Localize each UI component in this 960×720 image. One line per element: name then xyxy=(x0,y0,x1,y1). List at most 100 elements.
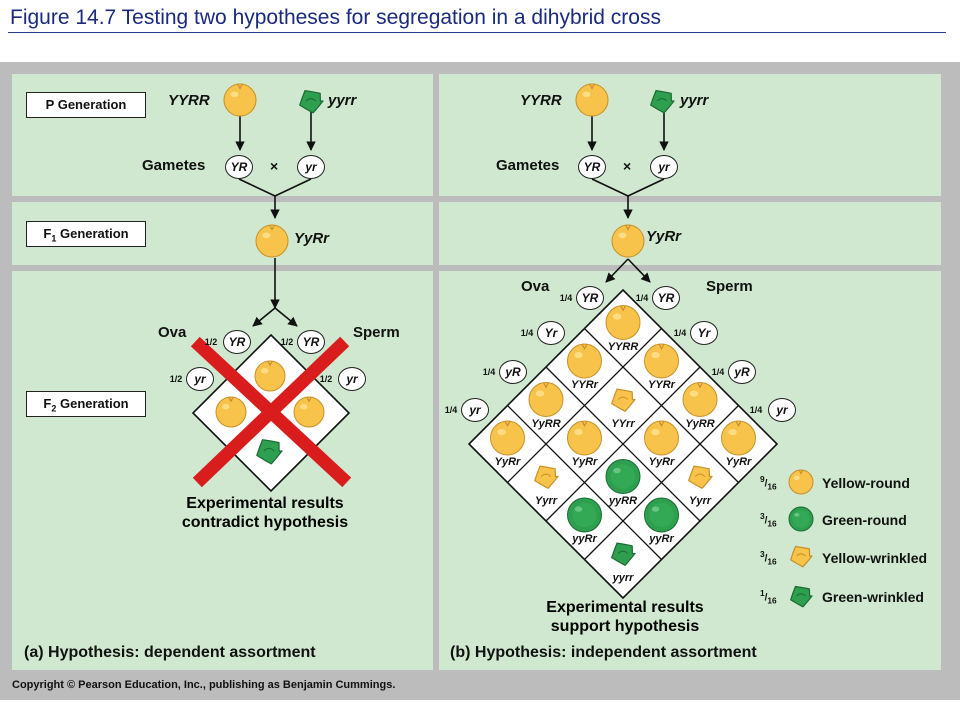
b-egg-gamete-3: yR xyxy=(499,360,527,384)
a-sperm-gamete-1: YR xyxy=(297,330,325,354)
f2-generation-label: F2 Generation xyxy=(26,391,146,417)
a-pea-bottom xyxy=(256,439,283,465)
b-pea-1-3 xyxy=(682,382,718,417)
a-parent1-genotype: YYRR xyxy=(168,92,210,109)
title-rule xyxy=(8,32,946,33)
a-sperm-fraction-2: 1/2 xyxy=(319,374,333,384)
a-pea-right xyxy=(293,396,325,428)
panel-a-f2-section xyxy=(12,271,433,670)
b-cell-genotype: yyRr xyxy=(649,533,674,545)
b-sperm-gamete-3: yR xyxy=(728,360,756,384)
a-join-right xyxy=(274,178,312,197)
legend-icon-3 xyxy=(790,545,813,568)
b-egg-fraction-4: 1/4 xyxy=(444,405,458,415)
b-pea-3-4 xyxy=(644,497,679,533)
legend-label-4: Green-wrinkled xyxy=(822,589,924,605)
arrows xyxy=(235,112,669,327)
peas xyxy=(215,83,814,608)
b-egg-gamete-2: Yr xyxy=(537,321,565,345)
b-pea-2-2 xyxy=(611,388,636,412)
legend-fraction-1: 9/16 xyxy=(760,474,777,492)
b-punnett-grid xyxy=(467,288,779,600)
b-cell-genotype: yyRR xyxy=(608,494,638,507)
b-cell-genotype: YyRR xyxy=(531,417,561,430)
b-egg-fraction-3: 1/4 xyxy=(482,367,496,377)
b-pea-3-1 xyxy=(528,382,564,417)
b-pea-2-1 xyxy=(567,343,602,379)
b-pea-1-2 xyxy=(644,343,679,379)
b-cell-genotype: Yyrr xyxy=(688,494,712,507)
b-f1-genotype: YyRr xyxy=(646,228,682,245)
copyright-notice: Copyright © Pearson Education, Inc., pub… xyxy=(12,679,396,691)
b-sperm-gamete-2: Yr xyxy=(690,321,718,345)
a-arrow-to-sperm xyxy=(274,307,298,327)
b-arrow-to-ova xyxy=(605,258,629,283)
b-pea-4-1 xyxy=(490,420,525,456)
a-pea-top xyxy=(254,360,286,392)
a-pea-left xyxy=(215,396,247,428)
b-cell-genotype: YyRr xyxy=(648,456,675,468)
b-pea-4-4 xyxy=(611,542,636,566)
b-pea-3-2 xyxy=(567,420,602,456)
red-x-stroke-2 xyxy=(192,336,350,488)
b-sperm-fraction-4: 1/4 xyxy=(749,405,763,415)
b-cell-genotype: YYRr xyxy=(648,379,675,391)
b-arrow-to-sperm xyxy=(627,258,651,283)
b-ova-label: Ova xyxy=(521,278,550,295)
b-sperm-fraction-1: 1/4 xyxy=(635,293,649,303)
a-parent2-pea xyxy=(299,90,324,114)
b-cell-genotype: YYRR xyxy=(607,340,639,353)
b-egg-fraction-2: 1/4 xyxy=(520,328,534,338)
a-sperm-label: Sperm xyxy=(353,324,400,341)
p-generation-label: P Generation xyxy=(26,92,146,118)
a-gamete-p1: YR xyxy=(225,155,253,179)
b-result-caption: Experimental results support hypothesis xyxy=(546,599,704,635)
a-f1-genotype: YyRr xyxy=(294,230,330,247)
b-parent2-genotype: yyrr xyxy=(680,92,709,109)
b-pea-4-3 xyxy=(567,497,602,533)
a-egg-fraction-1: 1/2 xyxy=(204,337,218,347)
b-cross-symbol: × xyxy=(623,158,632,174)
a-egg-gamete-2: yr xyxy=(186,367,214,391)
b-sperm-fraction-3: 1/4 xyxy=(711,367,725,377)
b-egg-fraction-1: 1/4 xyxy=(559,293,573,303)
b-gamete-p1: YR xyxy=(578,155,606,179)
b-pea-4-2 xyxy=(534,465,559,489)
legend-fraction-3: 3/16 xyxy=(760,549,777,567)
b-egg-gamete-4: yr xyxy=(461,398,489,422)
figure-title: Figure 14.7 Testing two hypotheses for s… xyxy=(10,6,661,29)
b-parent1-genotype: YYRR xyxy=(520,92,562,109)
a-egg-gamete-1: YR xyxy=(223,330,251,354)
b-join-left xyxy=(591,178,629,197)
legend-icon-2 xyxy=(788,506,814,532)
b-join-right xyxy=(627,178,665,197)
legend-label-2: Green-round xyxy=(822,512,907,528)
b-pea-3-3 xyxy=(605,459,641,494)
a-panel-caption: (a) Hypothesis: dependent assortment xyxy=(24,644,316,661)
panel-b-p-section xyxy=(439,74,941,196)
b-pea-2-3 xyxy=(644,420,679,456)
b-parent1-pea xyxy=(575,83,609,117)
b-cell-genotype: YyRr xyxy=(725,456,752,468)
b-egg-gamete-1: YR xyxy=(576,286,604,310)
panel-b-f1-section xyxy=(439,202,941,265)
b-f1-pea xyxy=(611,224,645,258)
legend-icon-1 xyxy=(788,469,814,495)
a-f1-pea xyxy=(255,224,289,258)
a-join-left xyxy=(238,178,276,197)
legend-label-1: Yellow-round xyxy=(822,475,910,491)
b-gamete-p2: yr xyxy=(650,155,678,179)
b-cell-genotype: YyRr xyxy=(494,456,521,468)
a-gamete-p2: yr xyxy=(297,155,325,179)
a-egg-fraction-2: 1/2 xyxy=(169,374,183,384)
b-cell-genotype: Yyrr xyxy=(534,494,558,507)
b-sperm-label: Sperm xyxy=(706,278,753,295)
a-gametes-label: Gametes xyxy=(142,157,206,174)
legend-fraction-2: 3/16 xyxy=(760,511,777,529)
b-sperm-fraction-2: 1/4 xyxy=(673,328,687,338)
b-gametes-label: Gametes xyxy=(496,157,560,174)
b-pea-1-1 xyxy=(605,305,641,340)
b-cell-genotype: YyRr xyxy=(571,456,598,468)
a-arrow-to-ova xyxy=(252,307,276,327)
